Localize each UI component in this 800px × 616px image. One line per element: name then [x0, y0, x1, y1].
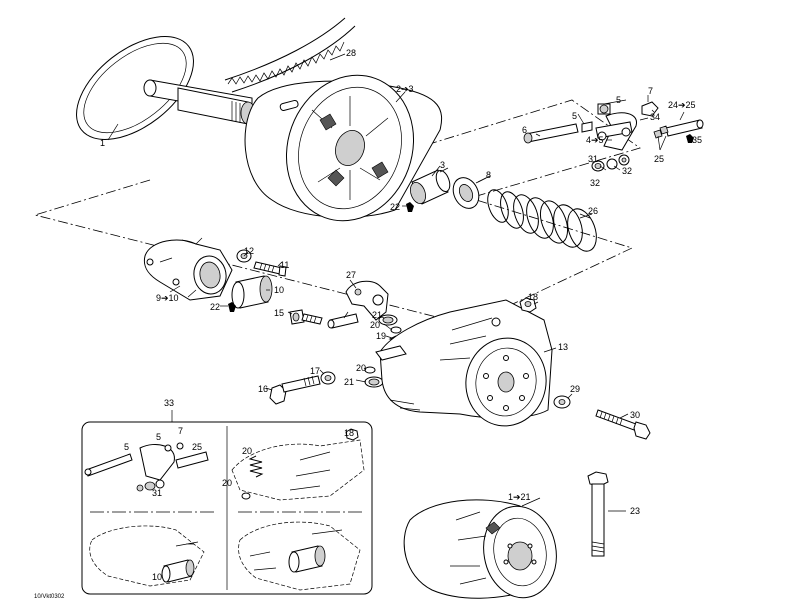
figure-reference-code: 10/Vkt0302	[34, 594, 65, 600]
callout-13: 13	[558, 342, 568, 352]
inset-callout-20-top: 20	[242, 446, 252, 456]
set-screw-part-22-lower	[228, 302, 236, 312]
callout-22-top: 22	[390, 202, 400, 212]
callout-32-right: 32	[622, 166, 632, 176]
inset-callout-5-left: 5	[124, 442, 129, 452]
callout-28: 28	[346, 48, 356, 58]
bushing-part-10	[231, 275, 273, 309]
callout-5-left: 5	[572, 111, 577, 121]
roller-arm-part-27	[345, 280, 389, 321]
inset-callout-5-right: 5	[156, 432, 161, 442]
washer-part-29	[553, 395, 571, 409]
drive-belt-part-28	[224, 17, 356, 93]
callout-23: 23	[630, 506, 640, 516]
callout-12: 12	[244, 246, 254, 256]
callout-25: 25	[654, 154, 664, 164]
set-screw-part-22-top	[406, 202, 414, 212]
callout-9-10: 9➔10	[156, 293, 179, 303]
callout-7: 7	[648, 86, 653, 96]
callout-labels: 1 28 2➔3 3 8 22 26 6 5 5 7 24➔25 34 4➔5 …	[100, 48, 702, 516]
drive-pulley-assembly-part-1-21	[403, 499, 557, 599]
callout-35: 35	[692, 135, 702, 145]
callout-5-top: 5	[616, 95, 621, 105]
inset-callout-18: 18	[344, 428, 354, 438]
leader-lines	[107, 53, 685, 512]
bushing-part-3	[410, 167, 451, 205]
movable-sheave-part-2-3	[244, 74, 443, 222]
callout-26: 26	[588, 206, 598, 216]
callout-30: 30	[630, 410, 640, 420]
callout-1-21: 1➔21	[508, 492, 531, 502]
pin-part-14	[327, 313, 359, 329]
callout-8: 8	[486, 170, 491, 180]
bolt-part-16	[269, 375, 321, 405]
lever-assembly-parts-4-35	[523, 101, 704, 172]
callout-31: 31	[588, 154, 598, 164]
inset-callout-25: 25	[192, 442, 202, 452]
callout-4-5: 4➔5	[586, 135, 604, 145]
callout-21-lower: 21	[344, 377, 354, 387]
callout-19: 19	[376, 331, 386, 341]
callout-17: 17	[310, 366, 320, 376]
callout-24-25: 24➔25	[668, 100, 696, 110]
bolt-part-30	[595, 409, 651, 440]
spring-part-26	[487, 189, 597, 252]
callout-33: 33	[164, 398, 174, 408]
callout-6: 6	[522, 125, 527, 135]
inset-callout-7: 7	[178, 426, 183, 436]
callout-11: 11	[280, 260, 289, 270]
callout-20-top: 20	[370, 320, 380, 330]
callout-22-lower: 22	[210, 302, 220, 312]
callout-3: 3	[440, 160, 445, 170]
cover-part-13	[375, 299, 553, 427]
inset-callout-20-bottom: 20	[222, 478, 232, 488]
nut-part-18	[519, 297, 537, 313]
inset-callout-31: 31	[152, 488, 162, 498]
callout-18: 18	[528, 292, 538, 302]
callout-1: 1	[100, 138, 105, 148]
screw-part-11	[253, 261, 287, 277]
callout-15: 15	[274, 308, 284, 318]
hub-part-9-10	[143, 237, 233, 301]
callout-16: 16	[258, 384, 268, 394]
bolt-part-23	[587, 471, 609, 557]
callout-21-top: 21	[372, 310, 382, 320]
callout-10: 10	[274, 285, 284, 295]
washer-part-17	[320, 371, 336, 385]
washer-part-8	[452, 177, 487, 209]
fixed-sheave-part-1	[76, 36, 256, 140]
bolt-part-15	[289, 309, 323, 325]
callout-20-lower: 20	[356, 363, 366, 373]
callout-27: 27	[346, 270, 356, 280]
inset-box	[81, 410, 373, 595]
callout-29: 29	[570, 384, 580, 394]
callout-34: 34	[650, 112, 660, 122]
callout-2-3: 2➔3	[396, 84, 414, 94]
inset-callout-10: 10	[152, 572, 162, 582]
inset-callout-labels: 5 5 7 25 31 18 20 20 10	[124, 426, 354, 582]
callout-32-left: 32	[590, 178, 600, 188]
